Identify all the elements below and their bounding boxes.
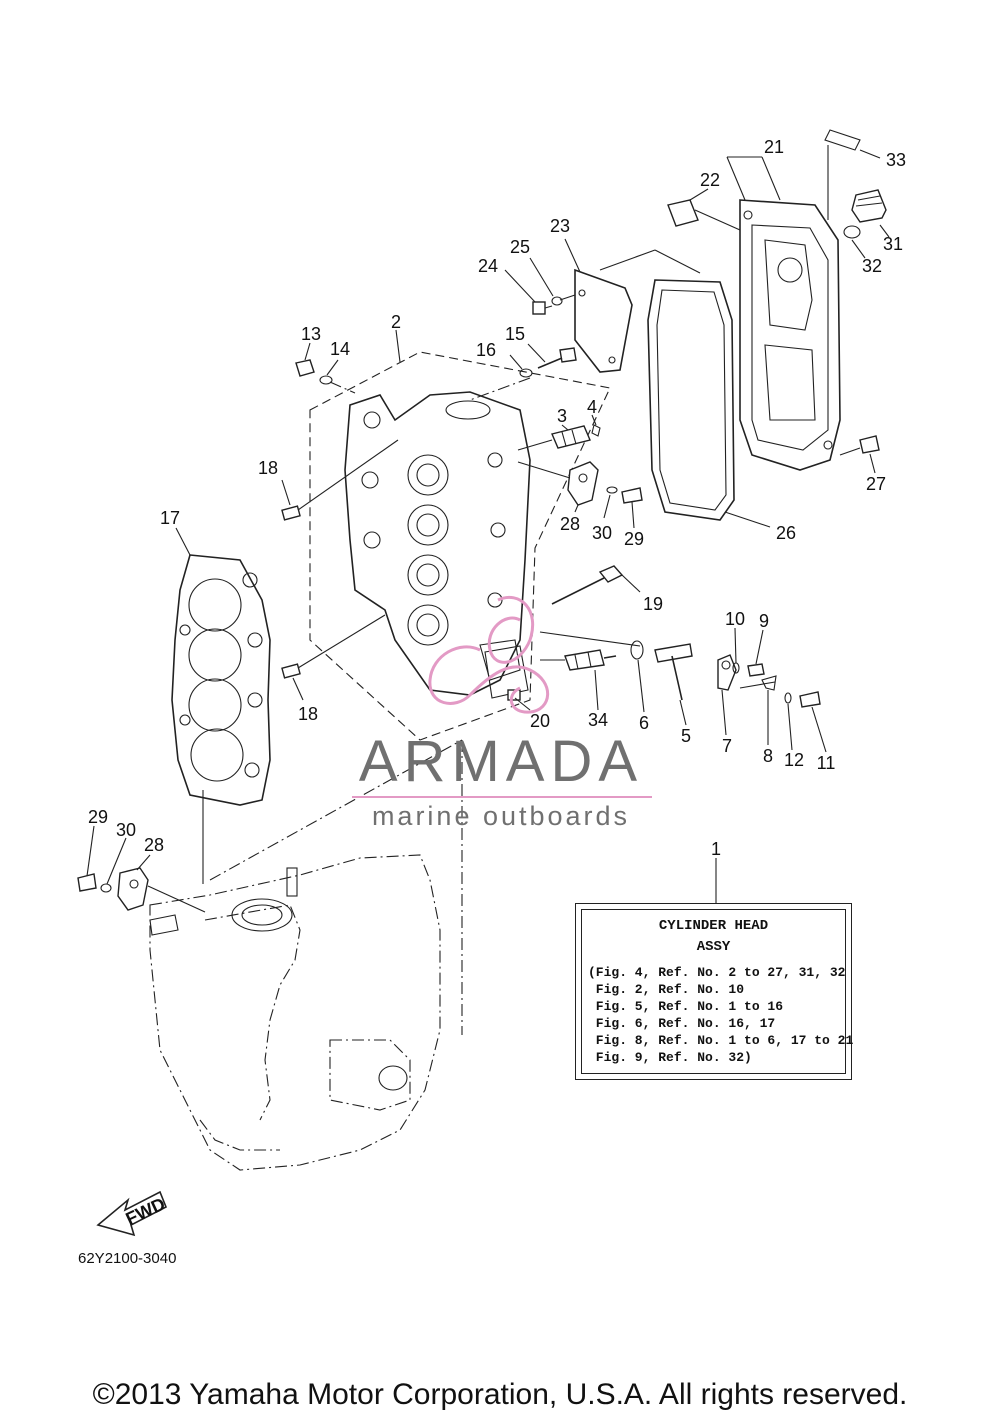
callout-14: 14 xyxy=(330,339,350,359)
callout-21: 21 xyxy=(764,137,784,157)
cylinder-head-cover xyxy=(739,199,841,471)
fwd-arrow-icon: FWD xyxy=(96,1190,168,1237)
engine-block-outline xyxy=(149,854,441,1171)
assembly-ref-line: Fig. 2, Ref. No. 10 xyxy=(588,982,745,997)
assembly-subtitle: ASSY xyxy=(696,939,731,955)
assembly-title: CYLINDER HEAD xyxy=(658,918,769,934)
callout-29-lower: 29 xyxy=(88,807,108,827)
callout-24: 24 xyxy=(478,256,498,276)
watermark-brand: ARMADA xyxy=(358,729,644,794)
callout-11: 11 xyxy=(817,753,836,773)
callout-31: 31 xyxy=(883,234,903,254)
callout-15: 15 xyxy=(505,324,525,344)
callout-13: 13 xyxy=(301,324,321,344)
callout-34: 34 xyxy=(588,710,608,730)
assembly-ref-line: Fig. 5, Ref. No. 1 to 16 xyxy=(588,999,784,1014)
diagram-code: 62Y2100-3040 xyxy=(78,1250,177,1267)
callout-27: 27 xyxy=(866,474,886,494)
callout-16: 16 xyxy=(476,340,496,360)
callout-33: 33 xyxy=(886,150,906,170)
callout-23: 23 xyxy=(550,216,570,236)
callout-20: 20 xyxy=(530,711,550,731)
armada-logo-icon xyxy=(428,595,550,714)
callout-18-lower: 18 xyxy=(298,704,318,724)
assembly-info-inner: CYLINDER HEAD ASSY (Fig. 4, Ref. No. 2 t… xyxy=(581,909,854,1074)
callout-22: 22 xyxy=(700,170,720,190)
assembly-info-box: CYLINDER HEAD ASSY (Fig. 4, Ref. No. 2 t… xyxy=(575,903,854,1080)
callout-6: 6 xyxy=(639,713,649,733)
head-cover-gasket xyxy=(647,279,735,521)
callout-2: 2 xyxy=(391,312,401,332)
callout-9: 9 xyxy=(759,611,769,631)
assembly-ref-line: (Fig. 4, Ref. No. 2 to 27, 31, 32 xyxy=(588,965,846,980)
assembly-ref-line: Fig. 6, Ref. No. 16, 17 xyxy=(588,1016,776,1031)
callout-28-lower: 28 xyxy=(144,835,164,855)
callout-30-lower: 30 xyxy=(116,820,136,840)
callout-5: 5 xyxy=(681,726,691,746)
copyright-notice: ©2013 Yamaha Motor Corporation, U.S.A. A… xyxy=(92,1378,908,1411)
callout-3: 3 xyxy=(557,406,567,426)
callout-26: 26 xyxy=(776,523,796,543)
callout-labels: 1 2 3 4 5 6 7 8 9 10 11 12 13 14 15 16 1… xyxy=(88,137,906,859)
oil-filler-cap xyxy=(851,189,887,223)
callout-30-upper: 30 xyxy=(592,523,612,543)
cover-dowel xyxy=(667,199,741,231)
watermark-rule xyxy=(352,796,652,798)
callout-7: 7 xyxy=(722,736,732,756)
callout-1: 1 xyxy=(711,839,721,859)
callout-32: 32 xyxy=(862,256,882,276)
callout-4: 4 xyxy=(587,397,597,417)
assembly-ref-line: Fig. 8, Ref. No. 1 to 6, 17 to 21 xyxy=(588,1033,854,1048)
callout-18-upper: 18 xyxy=(258,458,278,478)
head-gasket xyxy=(171,554,271,806)
callout-29-upper: 29 xyxy=(624,529,644,549)
callout-28-upper: 28 xyxy=(560,514,580,534)
watermark-tagline: marine outboards xyxy=(371,801,631,831)
callout-17: 17 xyxy=(160,508,180,528)
callout-12: 12 xyxy=(784,750,804,770)
callout-25: 25 xyxy=(510,237,530,257)
callout-8: 8 xyxy=(763,746,773,766)
assembly-ref-line: Fig. 9, Ref. No. 32) xyxy=(588,1050,752,1065)
callout-10: 10 xyxy=(725,609,745,629)
callout-19: 19 xyxy=(643,594,663,614)
